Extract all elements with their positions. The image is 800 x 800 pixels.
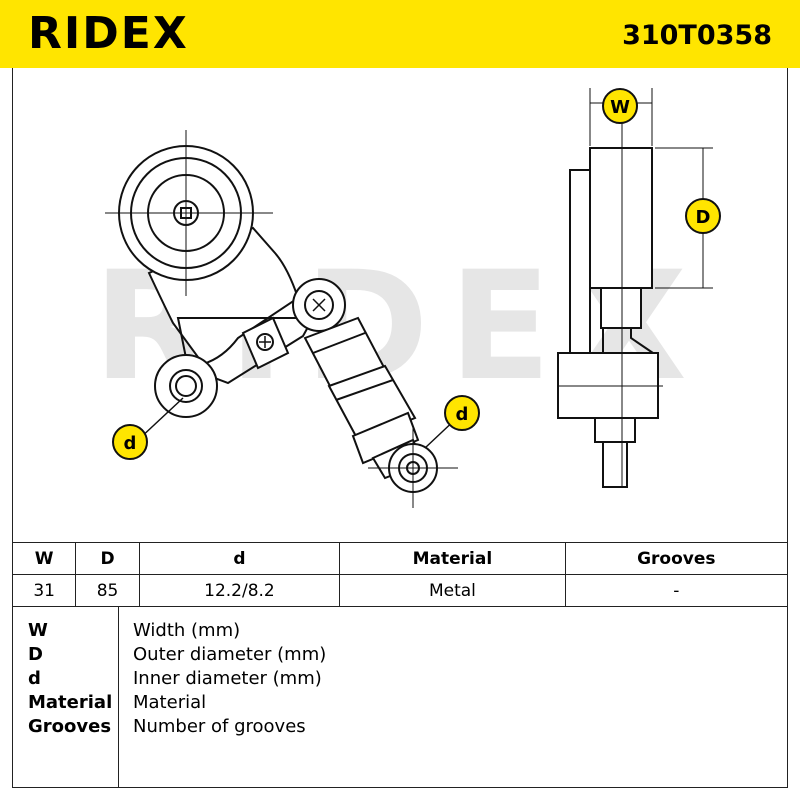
legend-value: Number of grooves <box>133 716 306 737</box>
legend-value: Outer diameter (mm) <box>133 644 327 665</box>
header-cell: d <box>138 542 341 575</box>
legend-key: W <box>28 620 48 641</box>
legend-key: Material <box>28 692 113 713</box>
legend-divider <box>118 607 119 788</box>
badge-w: W <box>602 88 638 124</box>
value-cell: 12.2/8.2 <box>138 574 341 607</box>
specs-header-row: W D d Material Grooves <box>11 542 789 575</box>
specs-value-row: 31 85 12.2/8.2 Metal - <box>11 574 789 607</box>
technical-drawing: RIDEX <box>93 88 721 508</box>
tensioner-front-view <box>105 130 460 508</box>
specs-table: W D d Material Grooves 31 85 12.2/8.2 Me… <box>11 542 789 607</box>
legend-key: d <box>28 668 41 689</box>
value-cell: 31 <box>11 574 77 607</box>
value-cell: Metal <box>339 574 566 607</box>
legend-key: D <box>28 644 43 665</box>
header-cell: Grooves <box>564 542 789 575</box>
header-cell: W <box>11 542 77 575</box>
badge-d-inner-right: d <box>444 395 480 431</box>
value-cell: - <box>564 574 789 607</box>
legend: W D d Material Grooves Width (mm) Outer … <box>12 607 788 788</box>
legend-values: Width (mm) Outer diameter (mm) Inner dia… <box>133 619 326 739</box>
legend-keys: W D d Material Grooves <box>28 619 112 739</box>
content-frame <box>12 68 788 788</box>
legend-key: Grooves <box>28 716 112 737</box>
header-cell: Material <box>339 542 566 575</box>
badge-d-inner-right-text: d <box>456 404 469 425</box>
badge-w-text: W <box>610 97 630 118</box>
value-cell: 85 <box>75 574 140 607</box>
badge-d-inner-left: d <box>112 424 148 460</box>
legend-value: Material <box>133 692 207 713</box>
legend-value: Width (mm) <box>133 620 241 641</box>
badge-d-inner-left-text: d <box>124 433 137 454</box>
tensioner-side-view <box>557 88 713 488</box>
brand-logo: RIDEX <box>28 8 189 59</box>
legend-value: Inner diameter (mm) <box>133 668 322 689</box>
badge-d-outer-text: D <box>696 207 711 228</box>
header-bar: RIDEX 310T0358 <box>0 0 800 68</box>
part-number: 310T0358 <box>622 20 772 51</box>
header-cell: D <box>75 542 140 575</box>
badge-d-outer: D <box>685 198 721 234</box>
